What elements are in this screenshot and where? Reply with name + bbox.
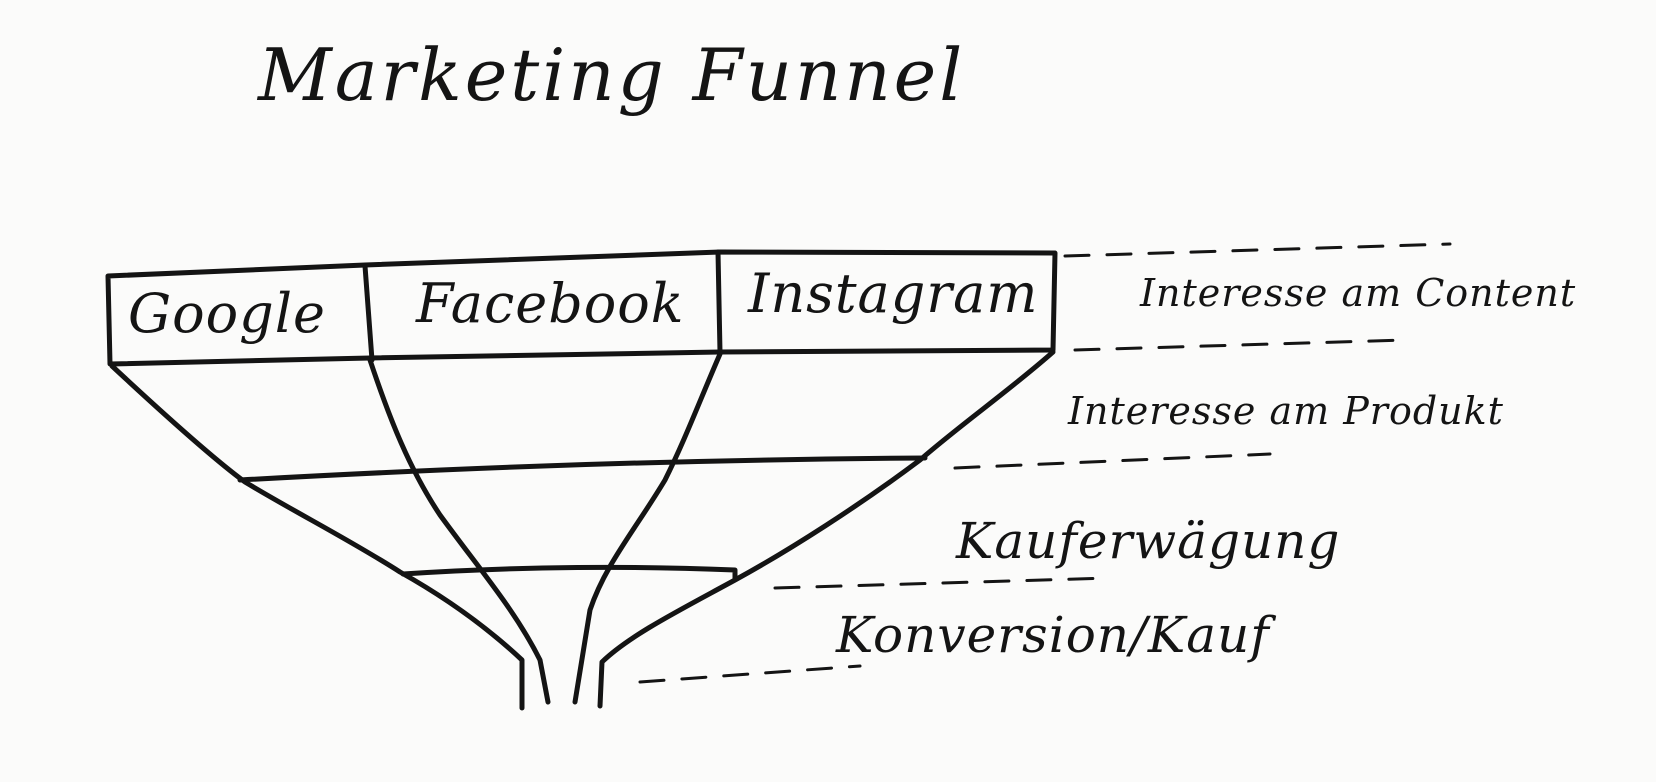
funnel-inner-line-left	[367, 357, 551, 705]
stage-label-conversion: Konversion/Kauf	[835, 606, 1276, 664]
channel-divider-2	[715, 249, 723, 355]
stage-label-content-interest: Interesse am Content	[1139, 271, 1576, 315]
dashed-guide-4	[773, 576, 1112, 590]
stage-separator-1	[237, 455, 928, 483]
channel-label-google: Google	[128, 282, 326, 345]
stage-label-product-interest: Interesse am Produkt	[1067, 389, 1504, 433]
funnel-inner-line-right	[572, 351, 723, 705]
channel-divider-1	[362, 263, 375, 363]
funnel-left-wall	[109, 363, 525, 711]
dashed-guide-5	[638, 664, 862, 684]
dashed-guide-3	[953, 452, 1272, 470]
channel-label-instagram: Instagram	[747, 262, 1039, 325]
stage-label-consideration: Kauferwägung	[955, 512, 1340, 570]
stage-separator-2	[400, 564, 738, 581]
funnel-right-wall	[597, 349, 1056, 709]
channel-label-facebook: Facebook	[415, 272, 685, 335]
dashed-guide-1	[1063, 242, 1452, 258]
diagram-title: Marketing Funnel	[256, 33, 965, 117]
dashed-guide-2	[1073, 338, 1407, 352]
